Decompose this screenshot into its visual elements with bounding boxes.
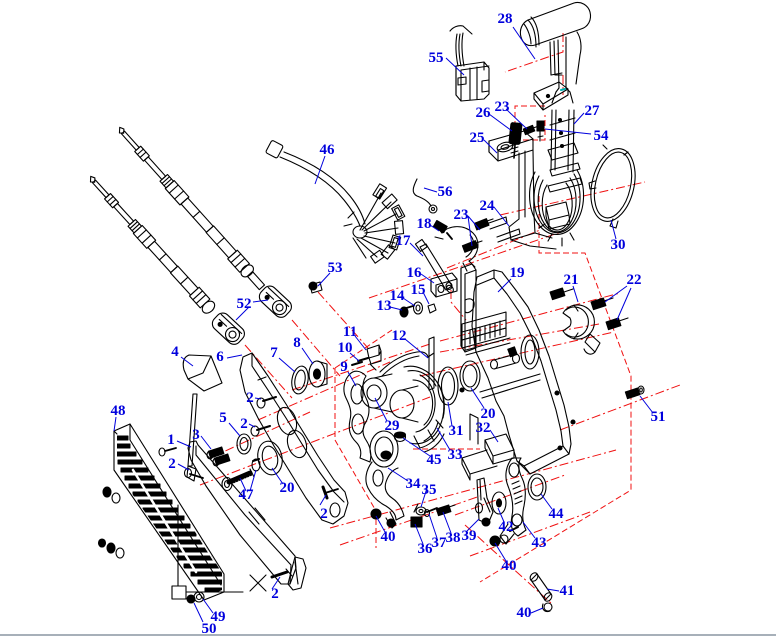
svg-text:51: 51 <box>651 409 666 425</box>
svg-text:22: 22 <box>627 272 642 288</box>
svg-text:16: 16 <box>407 265 423 281</box>
svg-text:40: 40 <box>517 605 532 621</box>
svg-text:24: 24 <box>480 198 496 214</box>
svg-text:11: 11 <box>343 324 357 340</box>
svg-text:23: 23 <box>495 99 510 115</box>
svg-text:6: 6 <box>216 349 224 365</box>
svg-text:52: 52 <box>237 296 252 312</box>
svg-text:37: 37 <box>432 535 448 551</box>
svg-text:53: 53 <box>328 260 343 276</box>
svg-text:9: 9 <box>340 359 348 375</box>
svg-text:13: 13 <box>377 298 392 314</box>
svg-text:2: 2 <box>320 506 328 522</box>
svg-text:8: 8 <box>293 335 301 351</box>
svg-text:29: 29 <box>385 418 400 434</box>
svg-text:1: 1 <box>167 432 175 448</box>
svg-text:41: 41 <box>560 583 575 599</box>
svg-text:17: 17 <box>396 233 412 249</box>
svg-text:3: 3 <box>192 427 200 443</box>
svg-text:4: 4 <box>171 344 179 360</box>
svg-text:18: 18 <box>417 216 432 232</box>
svg-text:48: 48 <box>111 403 126 419</box>
svg-text:28: 28 <box>498 11 513 27</box>
svg-text:39: 39 <box>462 528 477 544</box>
svg-text:43: 43 <box>532 535 547 551</box>
svg-text:30: 30 <box>611 237 626 253</box>
svg-text:15: 15 <box>411 282 426 298</box>
svg-text:36: 36 <box>418 541 434 557</box>
svg-text:50: 50 <box>202 621 217 637</box>
svg-text:45: 45 <box>427 452 442 468</box>
svg-text:26: 26 <box>476 105 492 121</box>
svg-text:19: 19 <box>510 265 525 281</box>
svg-text:7: 7 <box>270 345 278 361</box>
svg-text:40: 40 <box>502 558 517 574</box>
svg-text:54: 54 <box>594 128 610 144</box>
svg-text:42: 42 <box>499 519 514 535</box>
svg-text:46: 46 <box>320 142 336 158</box>
svg-text:47: 47 <box>239 487 255 503</box>
svg-text:40: 40 <box>381 529 396 545</box>
svg-text:2: 2 <box>246 390 254 406</box>
svg-text:2: 2 <box>168 456 176 472</box>
svg-text:35: 35 <box>422 482 437 498</box>
svg-text:2: 2 <box>271 586 279 602</box>
svg-text:2: 2 <box>240 416 248 432</box>
svg-text:10: 10 <box>338 340 353 356</box>
svg-text:49: 49 <box>211 609 226 625</box>
svg-text:32: 32 <box>476 420 491 436</box>
svg-text:34: 34 <box>406 476 422 492</box>
svg-text:25: 25 <box>470 130 485 146</box>
svg-text:38: 38 <box>446 530 461 546</box>
svg-text:5: 5 <box>219 410 227 426</box>
svg-text:44: 44 <box>549 506 565 522</box>
svg-text:21: 21 <box>564 272 579 288</box>
svg-text:56: 56 <box>438 184 454 200</box>
svg-text:27: 27 <box>585 103 601 119</box>
svg-text:23: 23 <box>454 207 469 223</box>
svg-text:20: 20 <box>280 480 295 496</box>
svg-text:14: 14 <box>390 288 406 304</box>
svg-text:55: 55 <box>429 50 444 66</box>
svg-text:31: 31 <box>449 423 464 439</box>
svg-text:12: 12 <box>392 328 407 344</box>
svg-text:33: 33 <box>448 447 463 463</box>
svg-text:20: 20 <box>481 406 496 422</box>
